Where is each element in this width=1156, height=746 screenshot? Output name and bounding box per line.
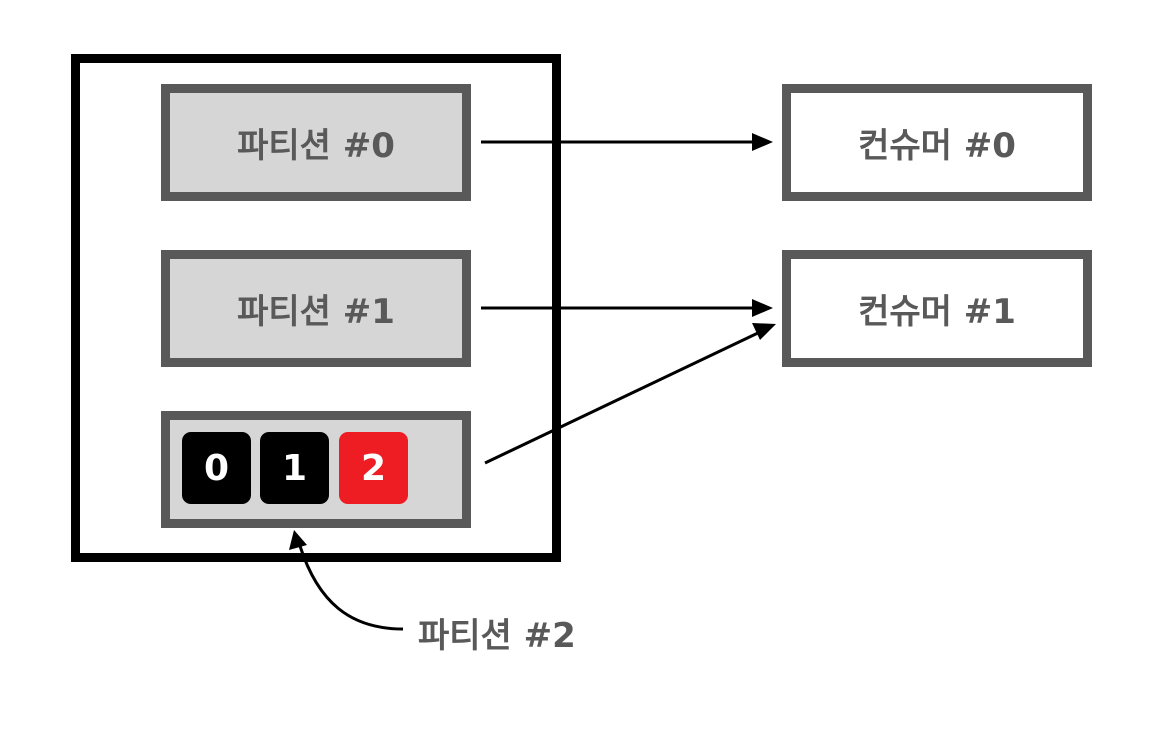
message-offset-0: 0 (182, 432, 251, 504)
message-offset-2-label: 2 (360, 447, 387, 489)
arrow-partition-2-to-consumer-1 (484, 330, 761, 465)
partition-0-label: 파티션 #0 (237, 126, 395, 166)
consumer-1-box: 컨슈머 #1 (782, 250, 1092, 367)
callout-arrowhead (289, 530, 307, 550)
partition-2-callout-label: 파티션 #2 (418, 616, 576, 656)
message-offset-2: 2 (339, 432, 408, 504)
arrowhead-consumer-0 (752, 133, 773, 151)
consumer-1-label: 컨슈머 #1 (858, 292, 1016, 332)
message-offset-0-label: 0 (203, 447, 230, 489)
consumer-0-label: 컨슈머 #0 (858, 126, 1016, 166)
partition-0-box: 파티션 #0 (161, 84, 471, 201)
callout-curve (298, 545, 404, 631)
arrowhead-consumer-1 (752, 299, 773, 317)
arrowhead-consumer-1-diagonal (752, 323, 776, 340)
partition-1-box: 파티션 #1 (161, 250, 471, 367)
consumer-0-box: 컨슈머 #0 (782, 84, 1092, 201)
partition-1-label: 파티션 #1 (237, 292, 395, 332)
message-offset-1-label: 1 (281, 447, 308, 489)
message-offset-1: 1 (260, 432, 329, 504)
